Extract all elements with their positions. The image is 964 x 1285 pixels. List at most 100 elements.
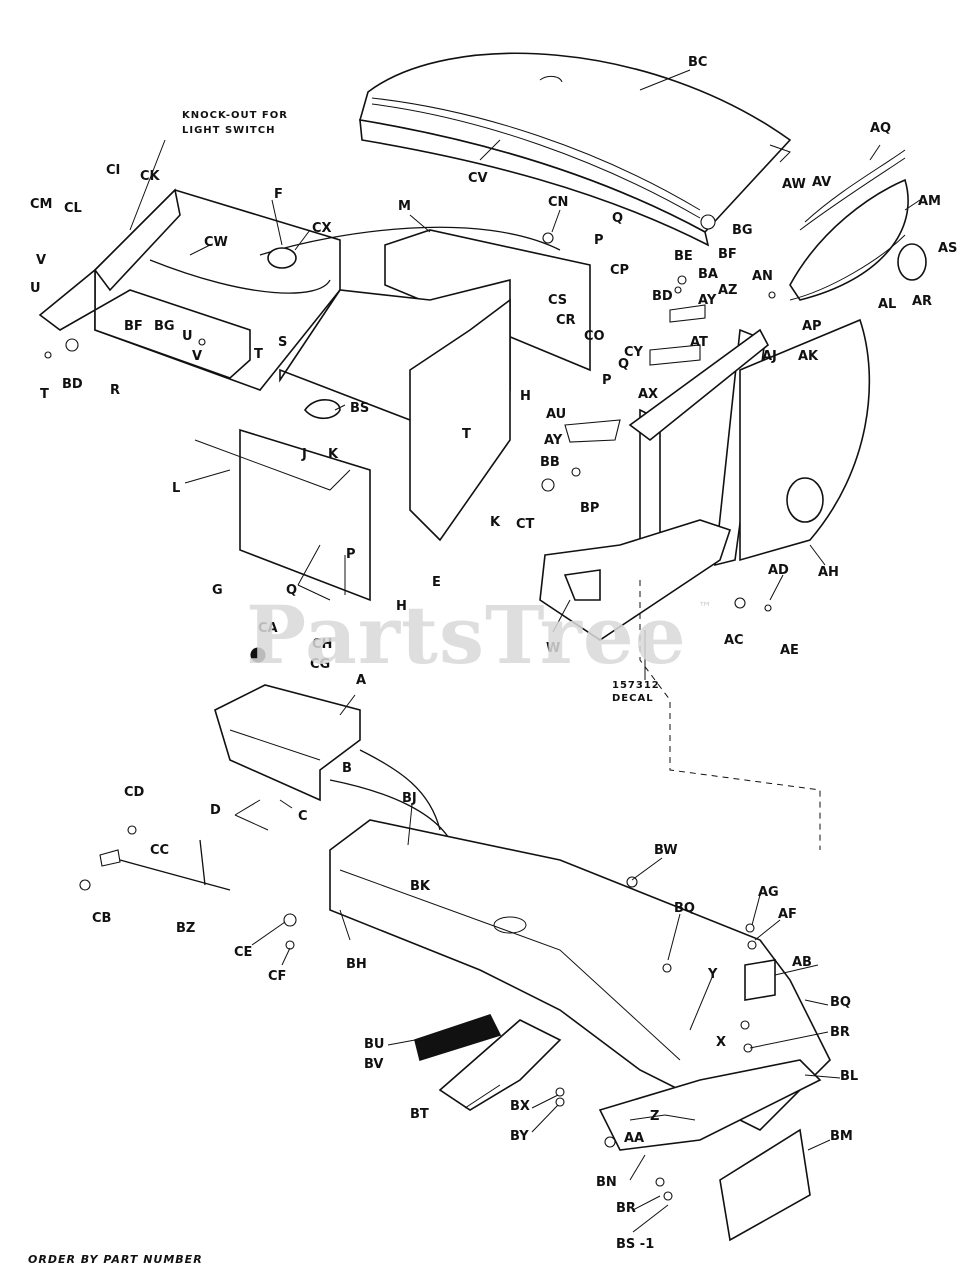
callout-label: S bbox=[278, 335, 287, 350]
callout-label: CD bbox=[124, 785, 145, 800]
leader-lines bbox=[129, 69, 921, 1233]
callout-label: CE bbox=[234, 945, 252, 960]
callout-label: BA bbox=[698, 267, 718, 282]
callout-label: R bbox=[110, 383, 120, 398]
callout-label: W bbox=[546, 641, 560, 656]
callout-label: BZ bbox=[176, 921, 195, 936]
callout-label: H bbox=[520, 389, 531, 404]
dash-assembly-part bbox=[38, 188, 591, 602]
callout-label: CO bbox=[584, 329, 605, 344]
callout-label: AW bbox=[782, 177, 806, 192]
callout-label: X bbox=[716, 1035, 726, 1050]
callout-label: AE bbox=[780, 643, 799, 658]
callout-label: BL bbox=[840, 1069, 858, 1084]
knockout-note-line-1: KNOCK-OUT FOR bbox=[182, 110, 288, 121]
callout-label: Q bbox=[618, 357, 629, 372]
callout-label: BU bbox=[364, 1037, 384, 1052]
callout-label: BM bbox=[830, 1129, 853, 1144]
callout-label: BR bbox=[616, 1201, 636, 1216]
callout-label: BF bbox=[718, 247, 737, 262]
callout-label: P bbox=[602, 373, 612, 388]
callout-label: Q bbox=[286, 583, 297, 598]
callout-label: CT bbox=[516, 517, 535, 532]
callout-label: P bbox=[594, 233, 604, 248]
callout-label: AD bbox=[768, 563, 789, 578]
decal-note-line-1: 157312 bbox=[612, 680, 660, 691]
decal-note-line-2: DECAL bbox=[612, 693, 654, 704]
main-frame-part bbox=[329, 819, 831, 1242]
callout-label: G bbox=[212, 583, 223, 598]
callout-label: BE bbox=[674, 249, 693, 264]
callout-label: CB bbox=[92, 911, 111, 926]
callout-label: J bbox=[301, 447, 307, 462]
callout-label: CF bbox=[268, 969, 286, 984]
callout-label: K bbox=[490, 515, 501, 530]
callout-label: BN bbox=[596, 1175, 617, 1190]
callout-label: AP bbox=[802, 319, 822, 334]
callout-label: CI bbox=[106, 163, 120, 178]
callout-label: CV bbox=[468, 171, 488, 186]
grille-part bbox=[789, 149, 927, 301]
callout-label: CN bbox=[548, 195, 568, 210]
watermark-trademark: ™ bbox=[698, 600, 712, 616]
callout-label: AL bbox=[878, 297, 896, 312]
callout-label: CK bbox=[140, 169, 161, 184]
callout-label: CW bbox=[204, 235, 228, 250]
callout-label: Q bbox=[612, 211, 623, 226]
callout-label: U bbox=[30, 281, 41, 296]
hardware-parts bbox=[44, 214, 776, 1201]
callout-label: BX bbox=[510, 1099, 530, 1114]
callout-label: AQ bbox=[870, 121, 891, 136]
callout-label: AY bbox=[698, 293, 717, 308]
callout-label: AR bbox=[912, 294, 932, 309]
callout-label: CL bbox=[64, 201, 82, 216]
callout-label: CS bbox=[548, 293, 567, 308]
hood-part bbox=[358, 52, 792, 247]
callout-label: AV bbox=[812, 175, 831, 190]
callout-label: AY bbox=[544, 433, 563, 448]
callout-label: CR bbox=[556, 313, 576, 328]
callout-label: AM bbox=[918, 194, 941, 209]
callout-labels: BC AQ AW AV AM AS AR AL AP AN CV CN Q BG… bbox=[30, 55, 957, 1252]
callout-label: CH bbox=[312, 637, 332, 652]
callout-label: A bbox=[356, 673, 366, 688]
front-frame-part bbox=[539, 304, 871, 850]
callout-label: P bbox=[346, 547, 356, 562]
callout-label: BQ bbox=[674, 901, 695, 916]
callout-label: V bbox=[36, 253, 46, 268]
callout-label: CC bbox=[150, 843, 169, 858]
callout-label: AF bbox=[778, 907, 797, 922]
callout-label: U bbox=[182, 329, 193, 344]
callout-label: D bbox=[210, 803, 221, 818]
callout-label: AX bbox=[638, 387, 658, 402]
callout-label: F bbox=[274, 187, 283, 202]
callout-label: T bbox=[40, 387, 49, 402]
callout-label: Z bbox=[650, 1109, 659, 1124]
callout-label: BK bbox=[410, 879, 431, 894]
callout-label: E bbox=[432, 575, 441, 590]
callout-label: Y bbox=[707, 967, 718, 982]
callout-label: M bbox=[398, 199, 411, 214]
callout-label: L bbox=[172, 481, 180, 496]
callout-label: AB bbox=[792, 955, 812, 970]
callout-label: BB bbox=[540, 455, 560, 470]
callout-label: CX bbox=[312, 221, 332, 236]
callout-label: AS bbox=[938, 241, 957, 256]
callout-label: BY bbox=[510, 1129, 529, 1144]
callout-label: BC bbox=[688, 55, 707, 70]
callout-label: BF bbox=[124, 319, 143, 334]
callout-label: BP bbox=[580, 501, 599, 516]
callout-label: BD bbox=[652, 289, 673, 304]
callout-label: CP bbox=[610, 263, 629, 278]
notes: KNOCK-OUT FOR LIGHT SWITCH 157312 DECAL bbox=[182, 110, 660, 704]
callout-label: H bbox=[396, 599, 407, 614]
callout-label: AT bbox=[690, 335, 708, 350]
callout-label: CG bbox=[310, 657, 330, 672]
callout-label: BS -1 bbox=[616, 1237, 654, 1252]
callout-label: AG bbox=[758, 885, 779, 900]
callout-label: AZ bbox=[718, 283, 738, 298]
callout-label: C bbox=[298, 809, 308, 824]
callout-label: AA bbox=[624, 1131, 644, 1146]
